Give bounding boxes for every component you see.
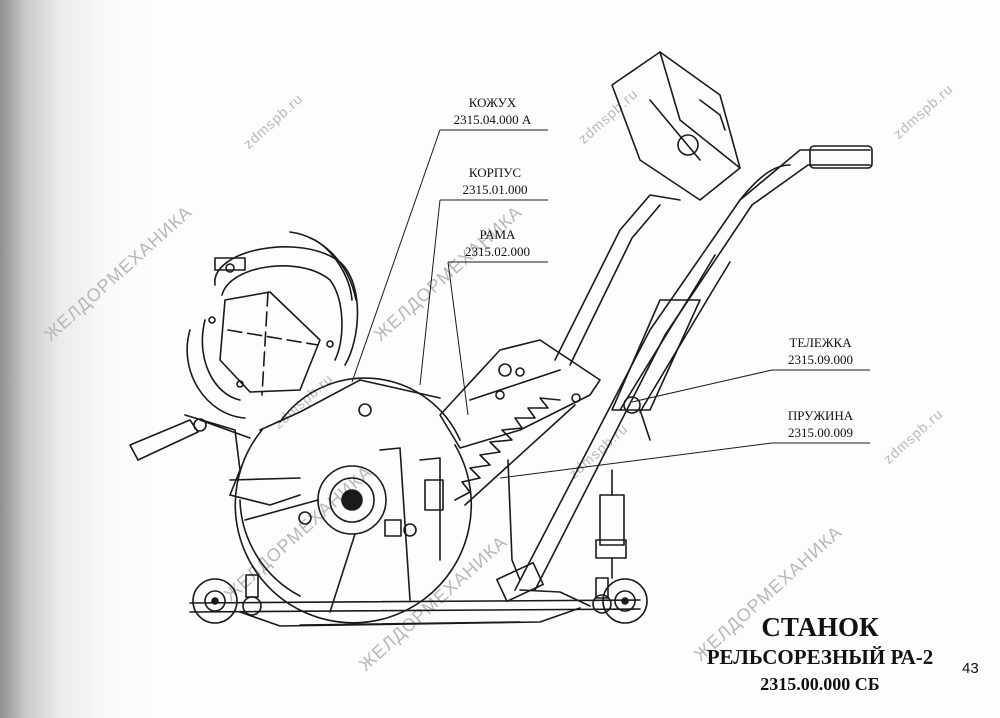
- callout-korpus: КОРПУС 2315.01.000: [440, 164, 550, 198]
- callout-korpus-name: КОРПУС: [468, 165, 522, 180]
- left-wheel: [192, 578, 238, 624]
- blade-hub: [244, 403, 417, 613]
- callout-kozhukh-code: 2315.04.000 А: [453, 112, 532, 127]
- leader-kozhukh: [351, 129, 441, 383]
- frame-body: [439, 339, 601, 449]
- cylinder: [595, 299, 701, 579]
- crank-handle: [129, 414, 301, 506]
- leader-rama: [447, 261, 469, 416]
- drawing-title: СТАНОК РЕЛЬСОРЕЗНЫЙ РА-2 2315.00.000 СБ: [690, 612, 950, 696]
- page-number: 43: [962, 660, 979, 677]
- motor-housing: [186, 231, 359, 419]
- right-wheel: [602, 578, 648, 624]
- callout-pruzhina: ПРУЖИНА 2315.00.009: [768, 407, 873, 441]
- callout-rama-code: 2315.02.000: [465, 244, 530, 259]
- callout-telezhka-code: 2315.09.000: [788, 352, 853, 367]
- leader-korpus: [419, 199, 441, 386]
- callout-rama: РАМА 2315.02.000: [445, 226, 550, 260]
- lift-arm: [496, 194, 753, 603]
- callout-pruzhina-code: 2315.00.009: [788, 425, 853, 440]
- small-wheels: [242, 574, 612, 616]
- callout-kozhukh: КОЖУХ 2315.04.000 А: [435, 94, 550, 128]
- callout-telezhka-name: ТЕЛЕЖКА: [789, 335, 852, 350]
- title-line-3: 2315.00.000 СБ: [760, 674, 880, 694]
- leader-telezhka: [631, 369, 773, 403]
- leader-lines: [351, 129, 870, 479]
- engine-block: [611, 51, 741, 201]
- callout-pruzhina-name: ПРУЖИНА: [787, 408, 854, 423]
- spring: [454, 397, 576, 581]
- handle-bar: [739, 145, 873, 206]
- callout-kozhukh-name: КОЖУХ: [468, 95, 517, 110]
- leader-pruzhina: [499, 442, 773, 479]
- blade-guard: [234, 377, 473, 624]
- trolley-frame: [189, 589, 641, 627]
- title-line-1: СТАНОК: [761, 612, 879, 642]
- callout-korpus-code: 2315.01.000: [462, 182, 528, 197]
- title-line-2: РЕЛЬСОРЕЗНЫЙ РА-2: [706, 645, 934, 669]
- callout-telezhka: ТЕЛЕЖКА 2315.09.000: [768, 334, 873, 368]
- center-parts: [379, 447, 444, 601]
- callout-rama-name: РАМА: [479, 227, 516, 242]
